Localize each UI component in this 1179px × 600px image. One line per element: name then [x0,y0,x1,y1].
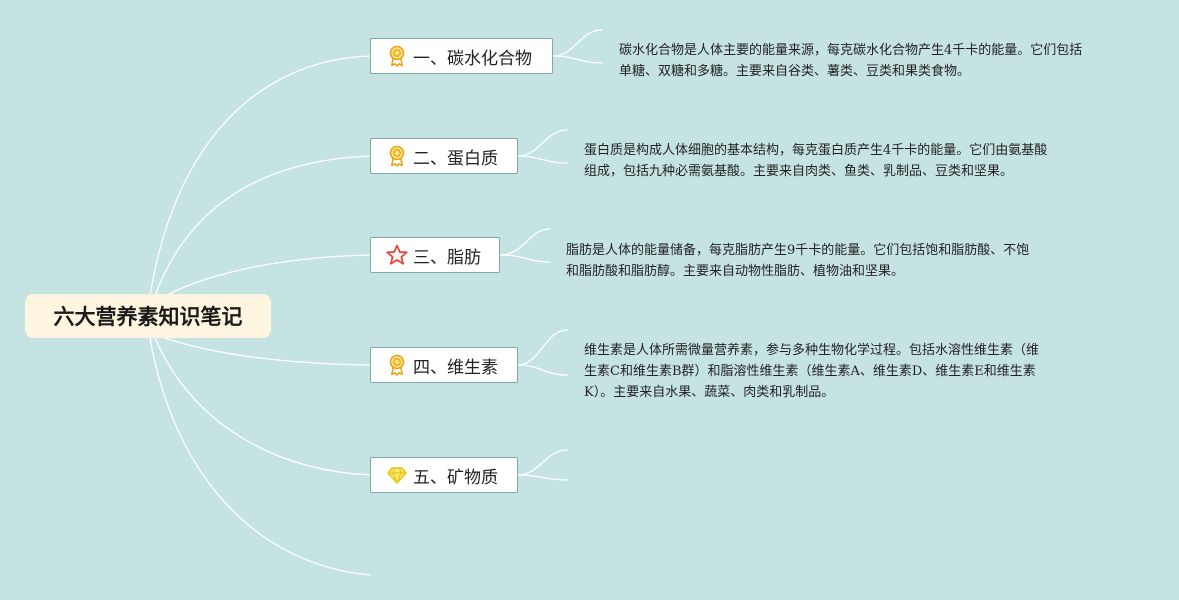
desc-carbohydrate-line-1: 碳水化合物是人体主要的能量来源，每克碳水化合物产生4千卡的能量。它们包括 [619,43,1083,58]
desc-vitamin-line-2: 生素C和维生素B群）和脂溶性维生素（维生素A、维生素D、维生素E和维生素 [584,364,1036,379]
award-medal-icon [385,44,409,68]
desc-fat-line-1: 脂肪是人体的能量储备，每克脂肪产生9千卡的能量。它们包括饱和脂肪酸、不饱 [566,243,1030,258]
connector-branch-4-desc-2 [517,364,568,376]
branch-carbohydrate-label: 一、碳水化合物 [413,48,532,69]
connector-root-branch-4 [164,337,371,366]
connector-root-branch-2 [154,155,371,297]
star-outline-icon [385,243,409,267]
branch-carbohydrate[interactable]: 一、碳水化合物 [370,38,553,74]
branch-fat-label: 三、脂肪 [413,247,481,268]
branch-fat[interactable]: 三、脂肪 [370,237,500,273]
connector-branch-2-desc [517,129,568,157]
connector-branch-2-desc-2 [517,155,568,164]
branch-mineral[interactable]: 五、矿物质 [370,457,518,493]
desc-vitamin[interactable]: 维生素是人体所需微量营养素，参与多种生物化学过程。包括水溶性维生素（维 生素C和… [584,340,1039,403]
desc-vitamin-line-3: K）。主要来自水果、蔬菜、肉类和乳制品。 [584,385,835,400]
connector-branch-3-desc [499,228,551,256]
connector-branch-5-desc [517,449,568,476]
desc-vitamin-line-1: 维生素是人体所需微量营养素，参与多种生物化学过程。包括水溶性维生素（维 [584,343,1040,358]
desc-protein-line-1: 蛋白质是构成人体细胞的基本结构，每克蛋白质产生4千卡的能量。它们由氨基酸 [584,143,1048,158]
connector-root-empty [149,337,371,576]
connector-branch-5-desc-2 [517,474,568,481]
connector-branch-4-desc [517,329,568,366]
desc-fat[interactable]: 脂肪是人体的能量储备，每克脂肪产生9千卡的能量。它们包括饱和脂肪酸、不饱 和脂肪… [566,240,1029,282]
desc-protein[interactable]: 蛋白质是构成人体细胞的基本结构，每克蛋白质产生4千卡的能量。它们由氨基酸 组成，… [584,140,1047,182]
award-medal-icon [385,144,409,168]
desc-carbohydrate[interactable]: 碳水化合物是人体主要的能量来源，每克碳水化合物产生4千卡的能量。它们包括 单糖、… [619,40,1082,82]
branch-vitamin[interactable]: 四、维生素 [370,347,518,383]
desc-fat-line-2: 和脂肪酸和脂肪醇。主要来自动物性脂肪、植物油和坚果。 [566,264,905,279]
diamond-gem-icon [385,463,409,487]
connector-root-branch-1 [149,55,371,297]
connector-branch-1-desc [552,29,603,57]
root-topic-label: 六大营养素知识笔记 [53,305,243,329]
award-medal-icon [385,353,409,377]
connector-root-branch-5 [154,337,371,476]
branch-protein[interactable]: 二、蛋白质 [370,138,518,174]
connector-branch-1-desc-2 [552,55,603,64]
connector-branch-3-desc-2 [499,254,551,263]
root-topic[interactable]: 六大营养素知识笔记 [25,294,271,338]
desc-protein-line-2: 组成，包括九种必需氨基酸。主要来自肉类、鱼类、乳制品、豆类和坚果。 [584,164,1014,179]
branch-vitamin-label: 四、维生素 [413,357,498,378]
desc-carbohydrate-line-2: 单糖、双糖和多糖。主要来自谷类、薯类、豆类和果类食物。 [619,64,971,79]
connector-root-branch-3 [164,254,371,297]
branch-protein-label: 二、蛋白质 [413,148,498,169]
branch-mineral-label: 五、矿物质 [413,467,498,488]
